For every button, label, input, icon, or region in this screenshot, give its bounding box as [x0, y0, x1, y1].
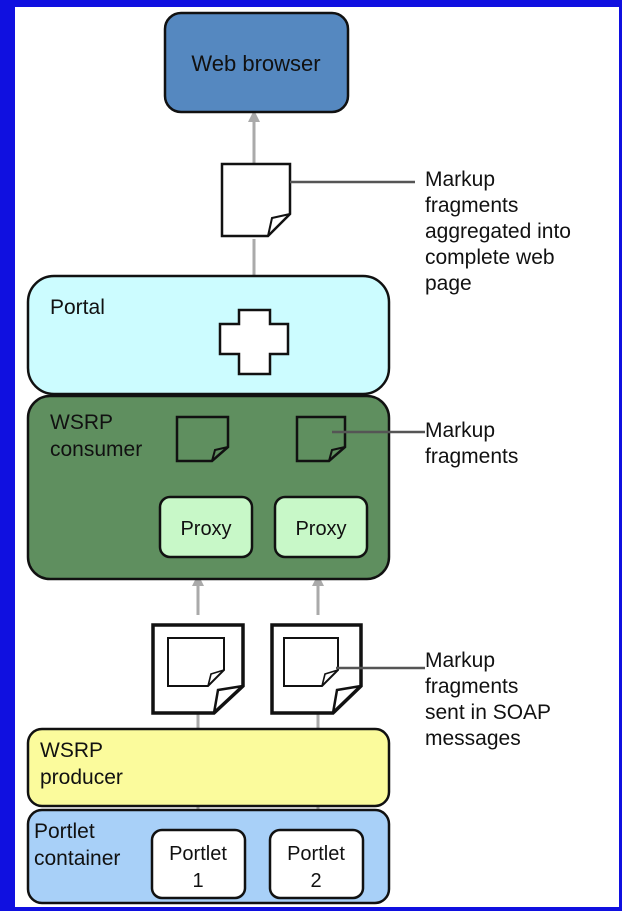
annotation-top-line2: fragments — [425, 194, 518, 217]
wsrp-producer-box — [26, 727, 391, 808]
annotation-top-line4: complete web — [425, 246, 555, 269]
portlet-box-1 — [150, 828, 247, 900]
annotation-bottom-line1: Markup — [425, 649, 495, 672]
producer-label-line1: WSRP — [40, 739, 103, 762]
annotation-top-line5: page — [425, 272, 472, 295]
proxy-box-2 — [273, 495, 369, 559]
portlet-box-2 — [268, 828, 365, 900]
aggregation-icon — [218, 308, 290, 376]
consumer-label-line2: consumer — [50, 438, 142, 461]
annotation-bottom-line3: sent in SOAP — [425, 701, 551, 724]
soap-message-icon-2 — [270, 623, 363, 715]
annotation-top-line1: Markup — [425, 168, 495, 191]
proxy-label-1: Proxy — [180, 518, 231, 540]
container-label-line1: Portlet — [34, 820, 95, 843]
consumer-label-line1: WSRP — [50, 411, 113, 434]
portlet-1-label-line2: 1 — [192, 870, 203, 892]
web-browser-label: Web browser — [191, 51, 320, 76]
consumer-fragment-icon-1 — [175, 415, 230, 463]
soap-message-icon-1 — [151, 623, 245, 715]
annotation-middle: Markup fragments — [425, 419, 518, 468]
proxy-box-1 — [158, 495, 254, 559]
annotation-top: Markup fragments aggregated into complet… — [425, 168, 571, 295]
annotation-middle-line2: fragments — [425, 445, 518, 468]
portlet-2-label-line1: Portlet — [287, 843, 345, 865]
proxy-label-2: Proxy — [295, 518, 346, 540]
portal-box — [26, 274, 391, 396]
annotation-top-line3: aggregated into — [425, 220, 571, 243]
annotation-middle-line1: Markup — [425, 419, 495, 442]
web-browser-box — [163, 11, 350, 114]
portlet-2-label-line2: 2 — [310, 870, 321, 892]
consumer-fragment-icon-2 — [295, 415, 347, 463]
arrowhead-browser — [248, 110, 260, 122]
page-document-icon — [220, 162, 292, 238]
portal-label: Portal — [50, 296, 105, 319]
container-label-line2: container — [34, 847, 120, 870]
portlet-1-label-line1: Portlet — [169, 843, 227, 865]
annotation-bottom-line4: messages — [425, 727, 521, 750]
annotation-bottom-line2: fragments — [425, 675, 518, 698]
producer-label-line2: producer — [40, 766, 123, 789]
annotation-bottom: Markup fragments sent in SOAP messages — [425, 649, 551, 750]
annotation-leaders — [290, 180, 425, 670]
